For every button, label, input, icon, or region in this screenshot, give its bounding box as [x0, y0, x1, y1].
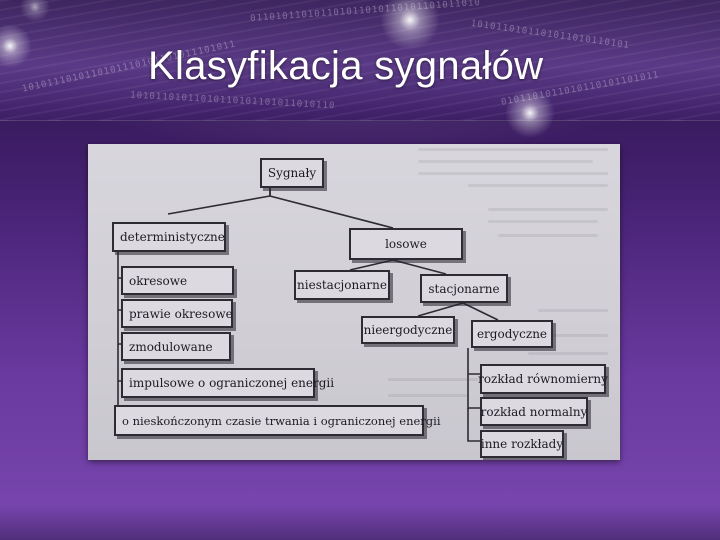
node-stationary: stacjonarne	[420, 274, 508, 303]
node-modulated: zmodulowane	[121, 332, 231, 361]
node-impulse: impulsowe o ograniczonej energii	[121, 368, 315, 398]
node-ergodic: ergodyczne	[471, 320, 553, 348]
node-deterministic: deterministyczne	[112, 222, 226, 252]
slide-title: Klasyfikacja sygnałów	[148, 44, 543, 89]
node-almost-periodic: prawie okresowe	[121, 299, 233, 328]
node-periodic: okresowe	[121, 266, 234, 295]
node-nonergodic: nieergodyczne	[361, 316, 455, 344]
lens-flare	[505, 88, 555, 138]
node-infinite-duration: o nieskończonym czasie trwania i ogranic…	[114, 405, 424, 436]
diagram-photo: Sygnały deterministyczne losowe okresowe…	[88, 144, 620, 460]
node-other-distributions: inne rozkłady	[480, 430, 564, 458]
node-uniform-distribution: rozkład równomierny	[480, 364, 606, 394]
node-nonstationary: niestacjonarne	[294, 270, 390, 300]
node-normal-distribution: rozkład normalny	[480, 397, 588, 426]
node-root: Sygnały	[260, 158, 324, 188]
bottom-decoration	[0, 505, 720, 540]
node-random: losowe	[349, 228, 463, 260]
